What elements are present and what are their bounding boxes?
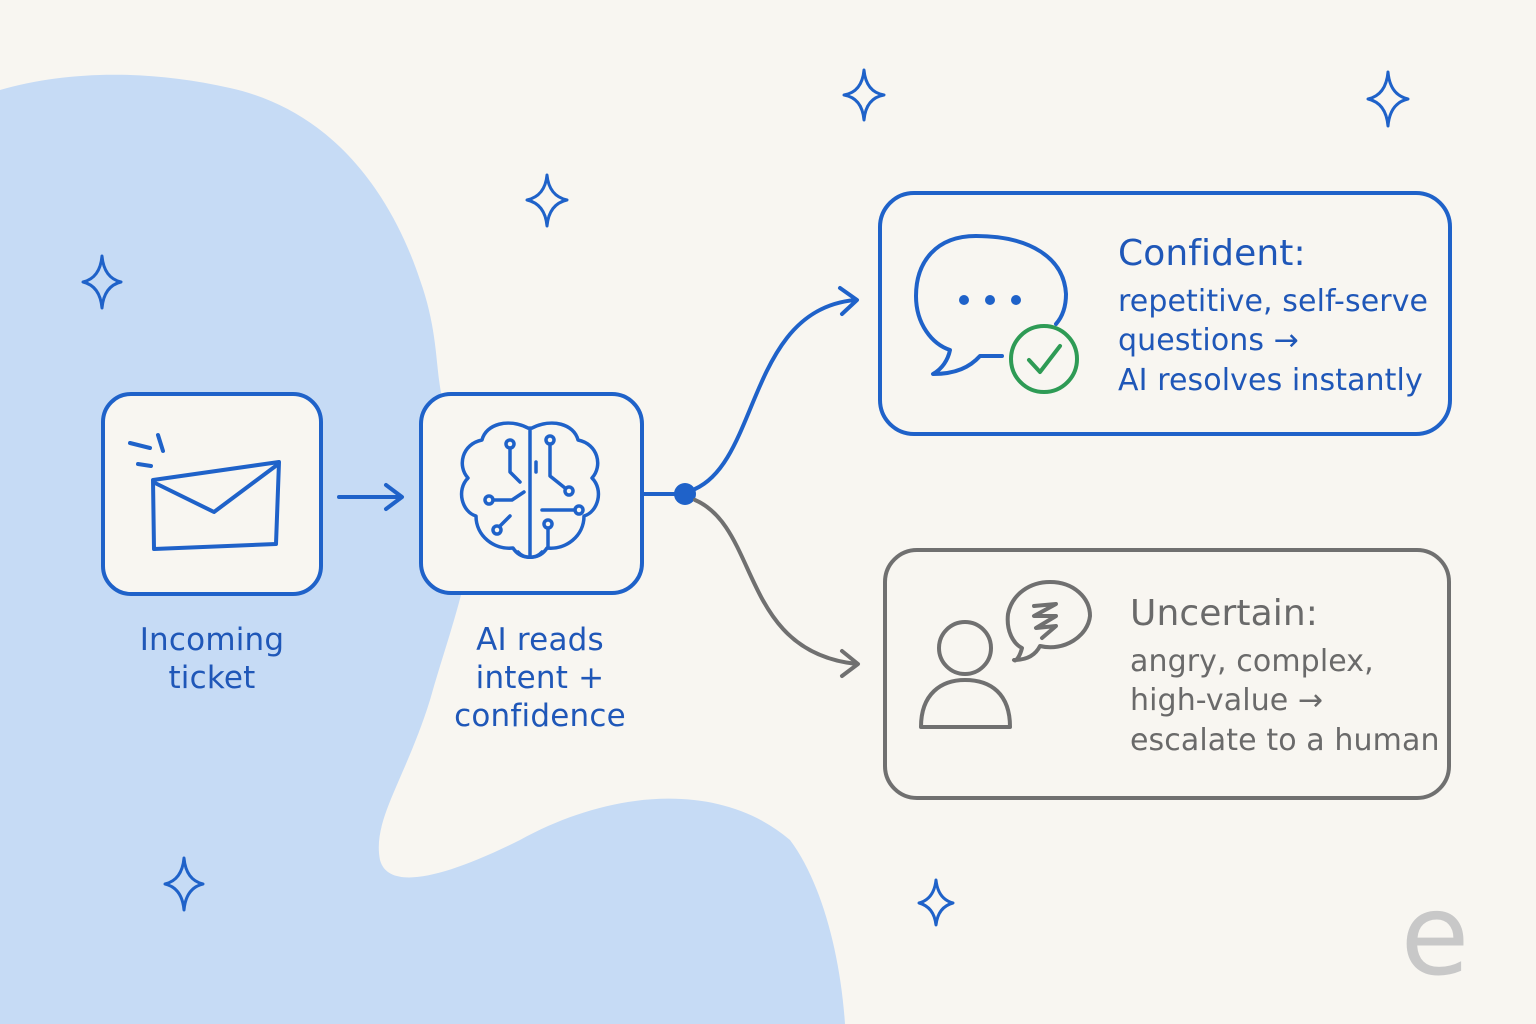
incoming-ticket-label-line-1: Incoming xyxy=(139,622,285,658)
split-node xyxy=(674,483,696,505)
incoming-ticket-card xyxy=(101,392,323,596)
sparkle-icon xyxy=(525,173,569,228)
confident-title: Confident: xyxy=(1118,233,1306,274)
uncertain-line-2: high-value → xyxy=(1130,683,1324,719)
arrow-to-confident xyxy=(693,286,859,491)
uncertain-card-text: Uncertain: angry, complex, high-value → … xyxy=(1130,590,1440,760)
sparkle-icon xyxy=(81,254,123,310)
ai-reader-label-line-1: AI reads xyxy=(476,622,604,658)
brain-circuit-icon xyxy=(459,421,601,559)
ai-reader-card xyxy=(419,392,644,595)
confident-card-text: Confident: repetitive, self-serve questi… xyxy=(1118,230,1428,400)
incoming-ticket-label-line-2: ticket xyxy=(168,659,256,696)
uncertain-card xyxy=(883,548,1451,800)
uncertain-line-1: angry, complex, xyxy=(1130,643,1374,679)
brand-mark: e xyxy=(1400,871,1470,1001)
arrow-incoming-to-ai xyxy=(337,483,404,511)
sparkle-icon xyxy=(842,68,886,122)
ai-reader-label-line-3: confidence xyxy=(454,697,626,734)
uncertain-line-3: escalate to a human xyxy=(1130,722,1440,758)
chat-check-icon xyxy=(914,234,1079,394)
sparkle-icon xyxy=(1366,70,1410,128)
envelope-icon xyxy=(128,433,281,551)
incoming-ticket-label: Incoming ticket xyxy=(111,622,313,698)
confident-line-3: AI resolves instantly xyxy=(1118,362,1423,398)
confident-card xyxy=(878,191,1452,436)
person-frustrated-speech-icon xyxy=(919,580,1092,729)
flow-arrows xyxy=(337,286,860,678)
ai-reader-label: AI reads intent + confidence xyxy=(422,622,658,735)
sparkle-icon xyxy=(163,856,205,912)
sparkle-icon xyxy=(917,878,955,927)
ai-reader-label-line-2: intent + xyxy=(475,659,605,696)
confident-line-2: questions → xyxy=(1118,323,1300,359)
uncertain-title: Uncertain: xyxy=(1130,593,1319,634)
sparkle-icons xyxy=(81,68,1410,927)
confident-line-1: repetitive, self-serve xyxy=(1118,283,1429,319)
arrow-to-uncertain xyxy=(693,498,860,678)
